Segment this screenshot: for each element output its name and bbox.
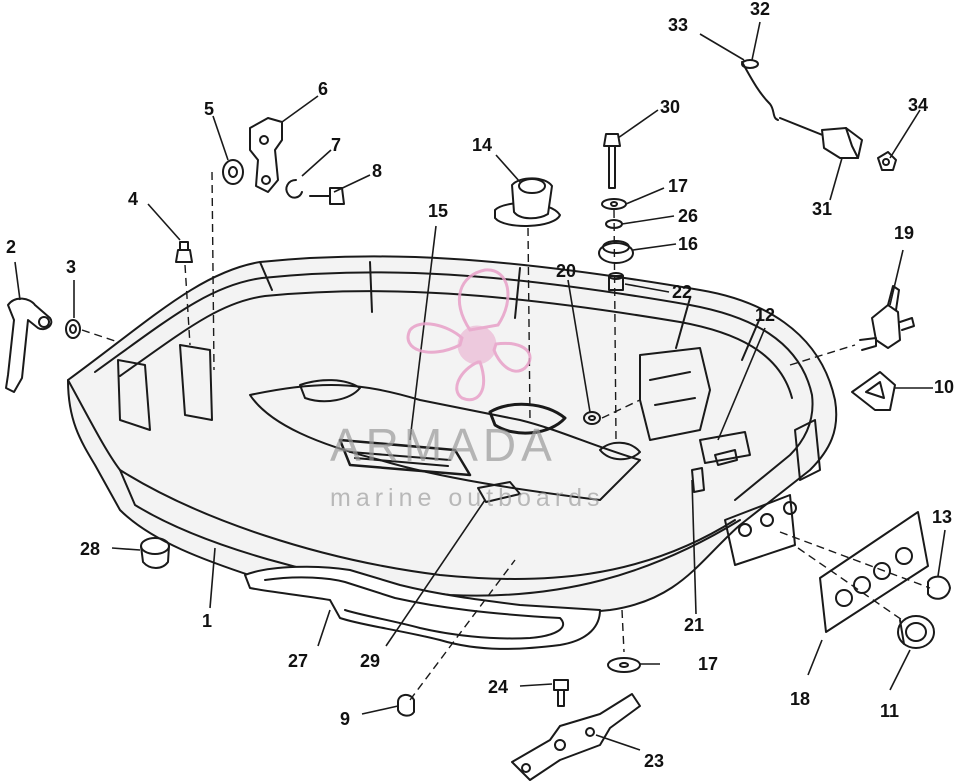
label-part-3: 3	[66, 257, 77, 277]
label-part-23: 23	[644, 751, 665, 771]
label-part-30: 30	[660, 97, 681, 117]
grommet-part-14	[494, 177, 561, 227]
label-part-17-lower: 17	[698, 654, 719, 674]
plug-part-13	[927, 575, 951, 600]
label-part-16: 16	[678, 234, 699, 254]
grease-fitting-part-4	[175, 241, 193, 263]
label-part-29: 29	[360, 651, 381, 671]
tilt-lever-part-2	[5, 297, 53, 393]
gasket	[244, 565, 601, 650]
lower-motor-cover	[67, 255, 838, 616]
clip-part-29	[477, 481, 521, 503]
label-part-13: 13	[932, 507, 953, 527]
label-part-6: 6	[318, 79, 329, 99]
label-part-15: 15	[428, 201, 449, 221]
screw-part-30	[603, 133, 621, 189]
cover-plate-part-18	[819, 511, 929, 633]
nut-part-34	[877, 151, 897, 171]
grommet-part-28	[140, 537, 170, 569]
label-part-10: 10	[934, 377, 955, 397]
grommet-part-10	[851, 371, 896, 411]
wire-connector-part-31	[779, 117, 863, 159]
retaining-clip-part-7	[285, 179, 303, 199]
label-part-24: 24	[488, 677, 509, 697]
grommet-part-16	[598, 240, 634, 264]
watermark-logo	[406, 268, 532, 402]
latch-plate-part-6	[249, 117, 283, 193]
alignment-lines	[81, 171, 931, 701]
label-part-11: 11	[880, 701, 900, 721]
bolt-part-24	[553, 679, 569, 707]
label-part-7: 7	[331, 135, 342, 155]
label-part-31: 31	[812, 199, 833, 219]
plug-part-9	[397, 694, 415, 717]
washer-part-20	[583, 411, 601, 425]
label-part-28: 28	[80, 539, 101, 559]
label-part-22: 22	[672, 282, 693, 302]
wire-part-32	[741, 59, 779, 121]
label-part-4: 4	[128, 189, 139, 209]
label-part-18: 18	[790, 689, 811, 709]
washer-part-3	[65, 319, 81, 339]
spacer-part-22	[608, 272, 624, 291]
grommet-part-11	[897, 615, 935, 649]
fuel-connector-part-19	[859, 285, 915, 351]
label-part-20: 20	[556, 261, 577, 281]
washer-part-17	[601, 198, 627, 210]
label-part-17: 17	[668, 176, 689, 196]
screw-part-8	[309, 187, 345, 205]
label-part-2: 2	[6, 237, 17, 257]
screw-part-21	[691, 467, 705, 493]
label-part-14: 14	[472, 135, 493, 155]
label-part-1: 1	[202, 611, 213, 631]
label-part-33: 33	[668, 15, 689, 35]
leader-lines	[14, 21, 946, 751]
label-part-19: 19	[894, 223, 915, 243]
label-part-5: 5	[204, 99, 215, 119]
label-part-34: 34	[908, 95, 929, 115]
label-part-8: 8	[372, 161, 383, 181]
label-part-9: 9	[340, 709, 351, 729]
washer-part-5	[222, 159, 244, 185]
label-part-32: 32	[750, 0, 771, 19]
label-part-27: 27	[288, 651, 309, 671]
watermark-subtitle: marine outboards	[330, 484, 605, 512]
washer-part-17-lower	[607, 657, 641, 673]
label-part-12: 12	[755, 305, 776, 325]
label-part-26: 26	[678, 206, 699, 226]
bracket-part-23	[511, 693, 641, 781]
watermark-title: ARMADA	[330, 419, 557, 471]
label-part-21: 21	[684, 615, 705, 635]
